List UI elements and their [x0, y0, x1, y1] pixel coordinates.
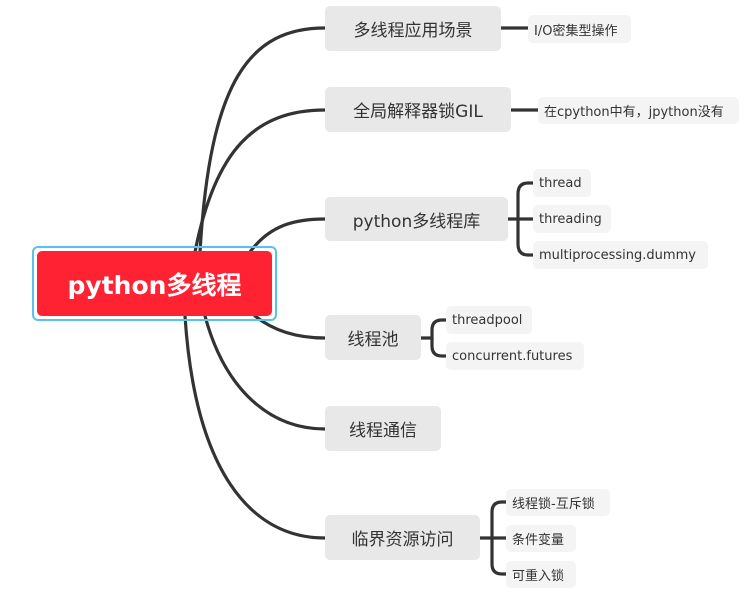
leaf-label: 线程锁-互斥锁: [512, 497, 595, 512]
branch-label: 线程通信: [349, 421, 417, 441]
link-b2-l2: [516, 217, 535, 257]
leaf-node-2-1[interactable]: threading: [533, 205, 611, 233]
branch-node-5[interactable]: 临界资源访问: [325, 515, 480, 560]
leaf-label: threading: [539, 211, 602, 227]
leaf-label: thread: [539, 175, 582, 191]
leaf-node-3-0[interactable]: threadpool: [446, 306, 532, 334]
link-root-b4: [203, 314, 327, 431]
link-b3-l0: [419, 318, 448, 340]
leaf-label: threadpool: [452, 312, 523, 328]
root-node-label: python多线程: [67, 270, 242, 300]
branch-label: python多线程库: [352, 211, 481, 232]
leaf-node-5-2[interactable]: 可重入锁: [506, 561, 576, 588]
link-root-b1: [193, 108, 327, 254]
branch-node-0[interactable]: 多线程应用场景: [325, 6, 501, 51]
branch-label: 线程池: [347, 330, 399, 350]
branch-label: 临界资源访问: [351, 530, 454, 550]
branch-label: 全局解释器锁GIL: [353, 102, 483, 122]
leaf-label: I/O密集型操作: [534, 23, 618, 39]
link-b5-l2: [490, 536, 508, 576]
link-b2-l0: [506, 181, 535, 221]
link-root-b2: [248, 217, 327, 254]
branch-node-3[interactable]: 线程池: [325, 315, 421, 360]
branch-node-2[interactable]: python多线程库: [325, 197, 508, 241]
leaf-label: multiprocessing.dummy: [539, 247, 696, 263]
link-root-b5: [183, 314, 327, 540]
leaf-node-0-0[interactable]: I/O密集型操作: [528, 15, 631, 43]
leaf-node-1-0[interactable]: 在cpython中有，jpython没有: [538, 97, 739, 124]
branch-label: 多线程应用场景: [353, 21, 473, 41]
root-node[interactable]: python多线程: [37, 251, 272, 316]
link-root-b0: [198, 26, 327, 254]
leaf-label: 可重入锁: [512, 569, 565, 584]
leaf-node-5-1[interactable]: 条件变量: [506, 525, 576, 552]
leaf-label: concurrent.futures: [452, 348, 573, 364]
leaf-node-2-2[interactable]: multiprocessing.dummy: [533, 241, 708, 269]
link-b3-l1: [430, 336, 448, 358]
leaf-label: 在cpython中有，jpython没有: [544, 105, 724, 120]
link-b5-l0: [478, 500, 508, 540]
root-node-outline: [32, 246, 277, 321]
branch-node-4[interactable]: 线程通信: [325, 406, 441, 451]
leaf-node-3-1[interactable]: concurrent.futures: [446, 342, 584, 370]
leaf-node-2-0[interactable]: thread: [533, 169, 591, 197]
branch-node-1[interactable]: 全局解释器锁GIL: [325, 87, 511, 132]
leaf-label: 条件变量: [512, 533, 565, 548]
leaf-node-5-0[interactable]: 线程锁-互斥锁: [506, 489, 610, 516]
